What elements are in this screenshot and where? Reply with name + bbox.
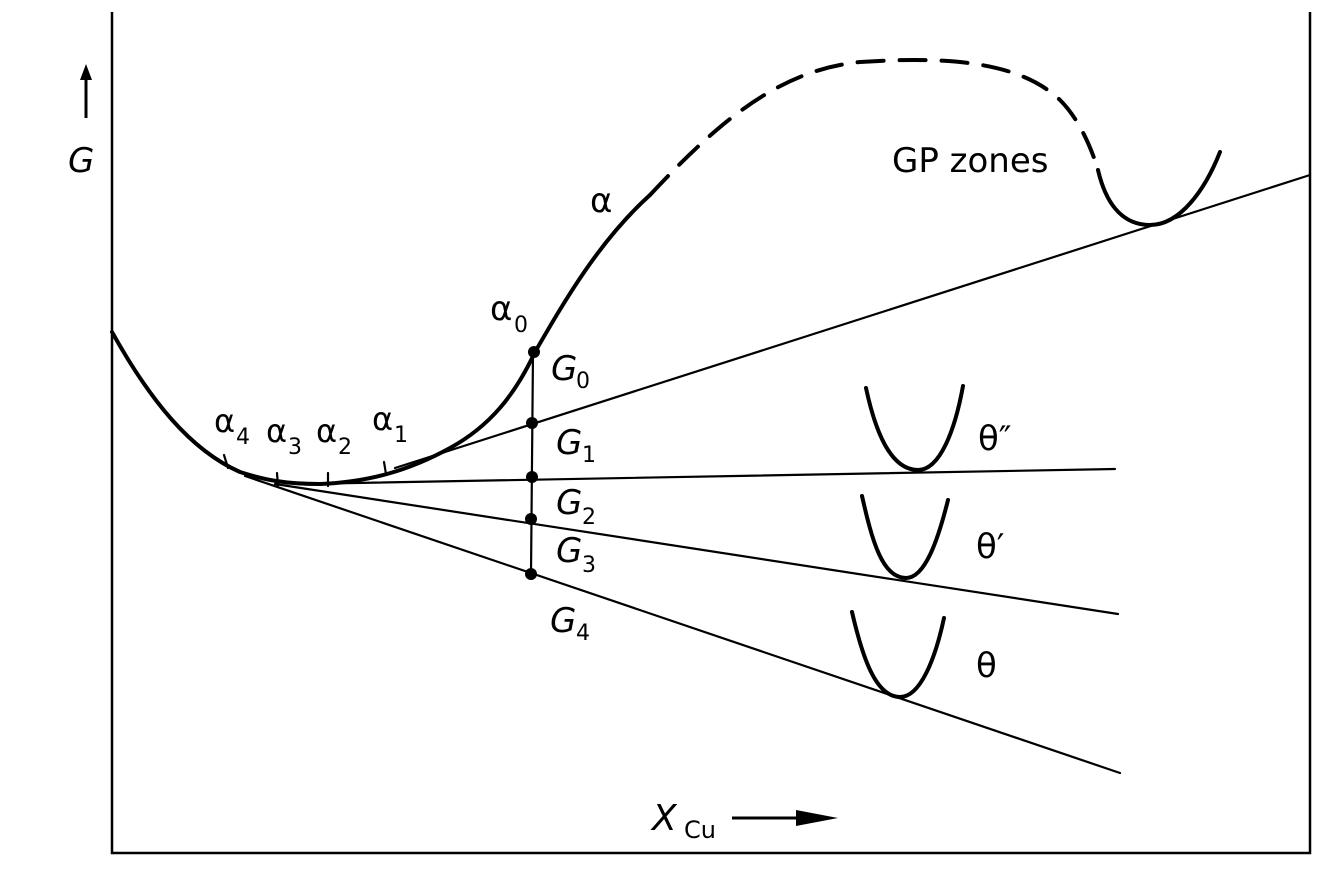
theta-prime-label: θ′ <box>976 527 1005 567</box>
tangent-line-theta-prime <box>273 482 1120 616</box>
free-energy-points <box>525 346 540 580</box>
alpha0-label-subscript: 0 <box>514 313 528 338</box>
g1-label: G <box>556 423 582 463</box>
x-axis-arrow-icon <box>732 810 838 826</box>
g2-label: G <box>556 483 582 523</box>
g2-subscript: 2 <box>582 505 596 530</box>
alpha-curve <box>110 193 652 486</box>
alpha0-label: α <box>490 289 512 329</box>
g0-label: G <box>551 349 577 389</box>
theta-double-prime-curve <box>864 384 965 472</box>
alpha-curve-label: α <box>590 181 612 221</box>
tangent-line-theta <box>243 474 1122 775</box>
x-axis-label-subscript: Cu <box>684 816 716 844</box>
alpha3-label: α <box>266 412 287 450</box>
alpha2-label: α <box>316 412 337 450</box>
alpha4-label: α <box>214 402 235 440</box>
g3-label: G <box>556 531 582 571</box>
gp-zones-curve <box>1096 150 1222 227</box>
g3-subscript: 3 <box>582 553 596 578</box>
composition-line <box>529 350 535 576</box>
alpha-curve-unstable-dashed <box>648 58 1100 197</box>
alpha3-subscript: 3 <box>288 435 302 460</box>
alpha1-subscript: 1 <box>394 423 408 448</box>
theta-double-prime-label: θ″ <box>978 419 1012 459</box>
alpha4-subscript: 4 <box>236 425 250 450</box>
y-axis-label: G <box>68 141 94 181</box>
g0-subscript: 0 <box>576 369 590 394</box>
theta-prime-curve <box>860 494 950 580</box>
x-axis-label: X <box>650 798 678 839</box>
tangent-line-theta-double-prime <box>298 467 1117 486</box>
theta-label: θ <box>976 646 997 686</box>
alpha2-subscript: 2 <box>338 435 352 460</box>
g4-subscript: 4 <box>576 621 590 646</box>
alpha1-label: α <box>372 400 393 438</box>
theta-curve <box>850 610 946 699</box>
g1-subscript: 1 <box>582 443 596 468</box>
g4-label: G <box>550 601 576 641</box>
plot-frame <box>110 12 1312 855</box>
gp-zones-label: GP zones <box>892 141 1049 181</box>
y-axis-arrow-icon <box>80 64 92 118</box>
